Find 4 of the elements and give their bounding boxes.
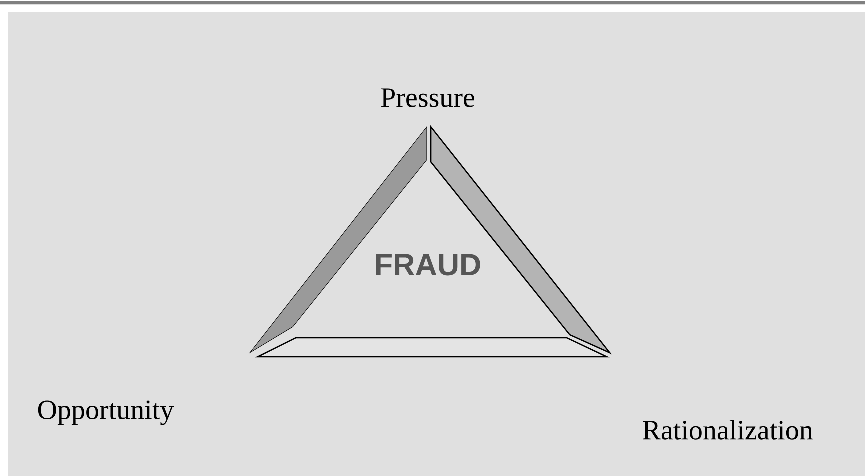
- corner-label: Pressure: [381, 88, 474, 108]
- corner-label: Rationalization: [643, 420, 813, 440]
- center-label: FRAUD: [376, 254, 480, 276]
- corner-label: Opportunity: [38, 400, 174, 426]
